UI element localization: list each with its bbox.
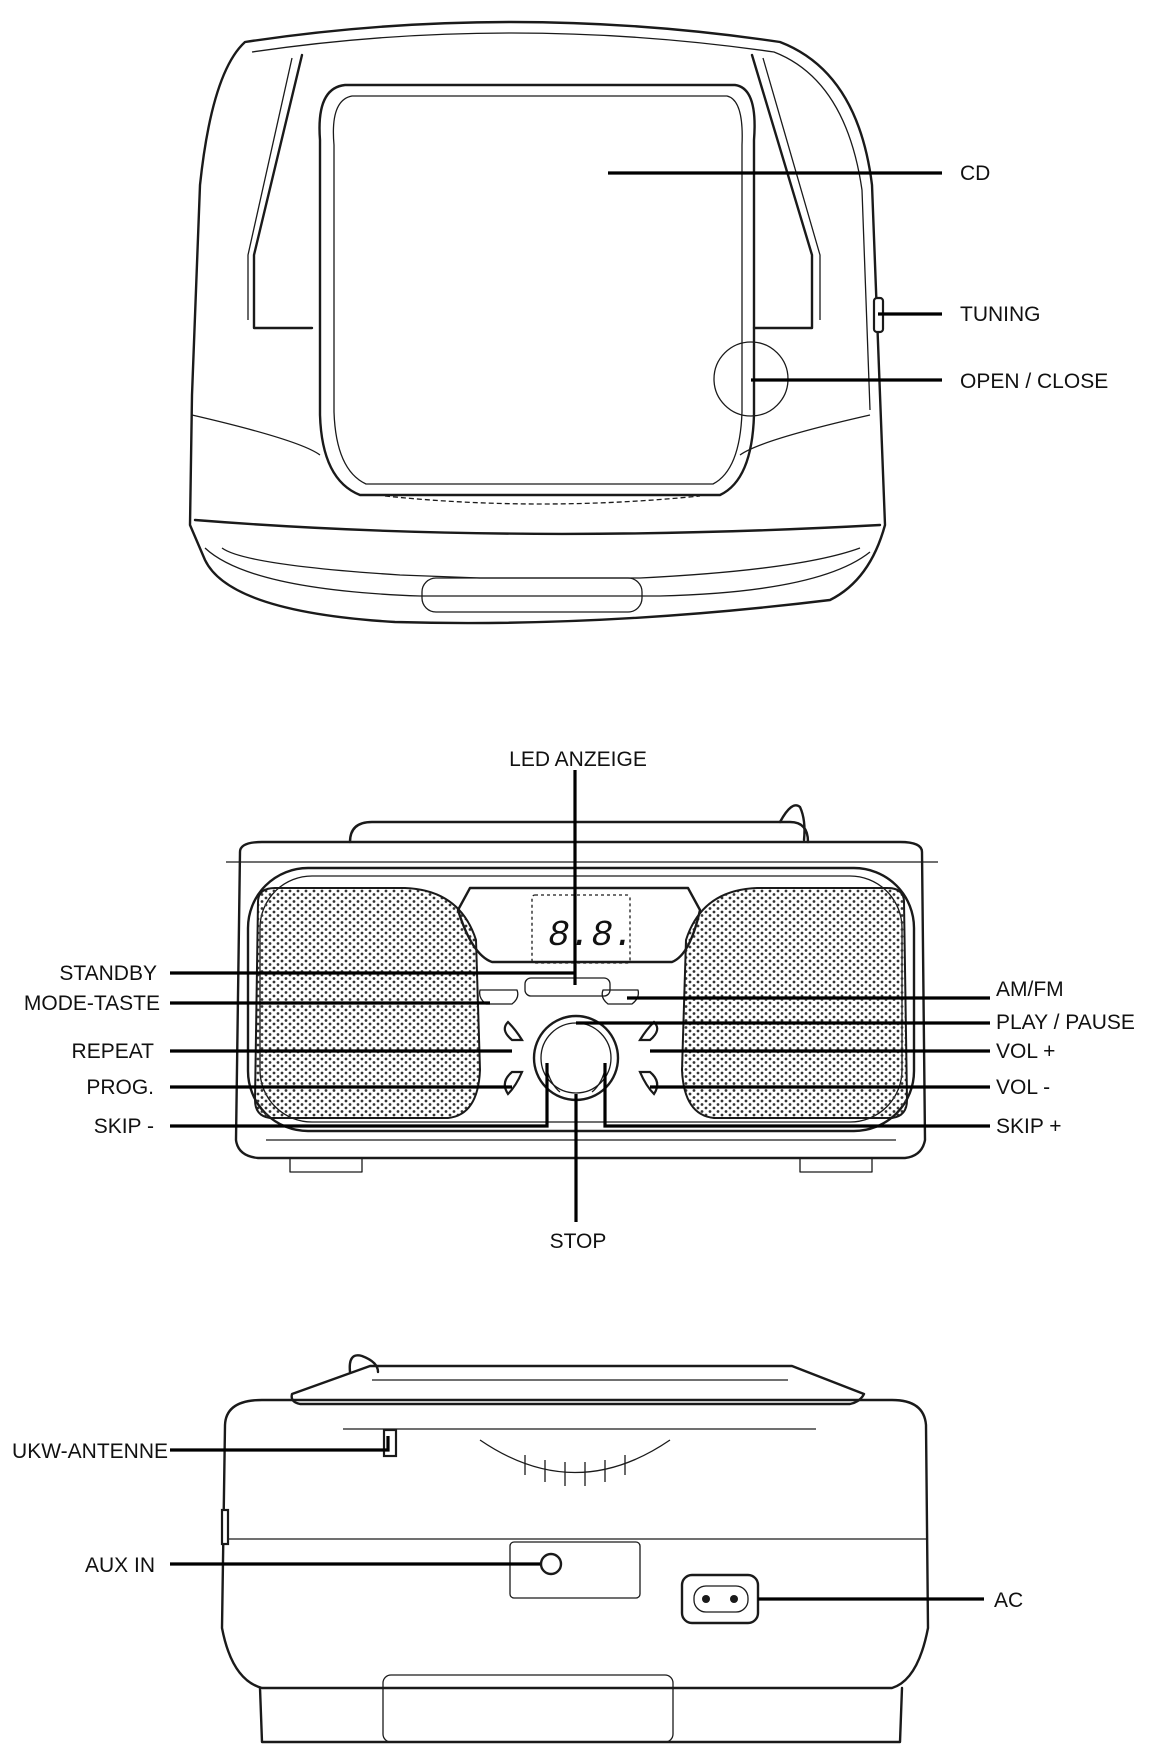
label-skip-minus: SKIP - (94, 1115, 154, 1138)
front-view: 8.8. LED ANZEIGE STANDBY MODE-TASTE REPE… (24, 748, 1135, 1253)
label-cd: CD (960, 162, 990, 185)
label-ac: AC (994, 1589, 1023, 1612)
top-view: CD TUNING OPEN / CLOSE (188, 20, 1108, 625)
top-front-edge (193, 518, 882, 536)
label-ukw-antenne: UKW-ANTENNE (12, 1440, 168, 1463)
led-display-digits: 8.8. (548, 915, 634, 956)
top-front-edge-2 (204, 547, 871, 597)
back-view: UKW-ANTENNE AUX IN AC (12, 1354, 1023, 1744)
ac-pin-left (702, 1595, 710, 1603)
top-handle-right (750, 53, 814, 330)
label-vol-minus: VOL - (996, 1076, 1050, 1099)
label-stop: STOP (550, 1230, 607, 1253)
vol-minus-button[interactable] (638, 1070, 659, 1096)
cd-lid-outer (318, 83, 756, 497)
standby-button[interactable] (524, 977, 611, 997)
label-led-anzeige: LED ANZEIGE (509, 748, 647, 771)
front-handle (348, 820, 810, 844)
label-skip-plus: SKIP + (996, 1115, 1062, 1138)
label-amfm: AM/FM (996, 978, 1064, 1001)
cd-lid-inner (332, 95, 743, 485)
amfm-button[interactable] (601, 989, 640, 1005)
front-foot-left (289, 1157, 363, 1173)
repeat-button[interactable] (503, 1020, 524, 1042)
label-mode-taste: MODE-TASTE (24, 992, 160, 1015)
back-body-outline (220, 1398, 930, 1690)
aux-in-jack[interactable] (539, 1552, 563, 1576)
top-body-inner-line (251, 32, 871, 411)
ukw-antenna-tab (382, 1428, 398, 1458)
back-vent-slots (524, 1455, 626, 1486)
top-handle-right-inner (762, 57, 821, 320)
label-tuning: TUNING (960, 303, 1041, 326)
speaker-grille-right (680, 887, 909, 1119)
top-front-slot (421, 577, 643, 613)
antenna-wire (220, 1508, 230, 1546)
vol-plus-button[interactable] (638, 1020, 659, 1042)
label-vol-plus: VOL + (996, 1040, 1055, 1063)
top-handle-left-inner (247, 57, 293, 320)
back-vent (479, 1439, 671, 1474)
label-play-pause: PLAY / PAUSE (996, 1011, 1135, 1034)
label-repeat: REPEAT (72, 1040, 155, 1063)
label-aux-in: AUX IN (85, 1554, 155, 1577)
label-open-close: OPEN / CLOSE (960, 370, 1108, 393)
ac-socket-inner (693, 1585, 749, 1613)
top-front-panel (221, 547, 861, 579)
top-handle-left (252, 53, 314, 330)
back-handle-grip (348, 1354, 380, 1374)
prog-button[interactable] (503, 1070, 524, 1096)
mode-button[interactable] (478, 989, 519, 1005)
top-body-outline (188, 20, 887, 625)
back-base-recess (382, 1674, 674, 1743)
front-handle-grip (778, 804, 806, 842)
label-prog: PROG. (86, 1076, 154, 1099)
front-foot-right (799, 1157, 873, 1173)
front-body-outline (234, 840, 927, 1160)
ac-pin-right (730, 1595, 738, 1603)
display-window (456, 886, 702, 964)
label-standby: STANDBY (59, 962, 157, 985)
cd-lid-vent-strip (384, 495, 701, 505)
back-base (258, 1686, 904, 1744)
led-display-box (531, 894, 631, 964)
top-body-lower-band (191, 414, 871, 456)
aux-in-panel (509, 1541, 641, 1599)
